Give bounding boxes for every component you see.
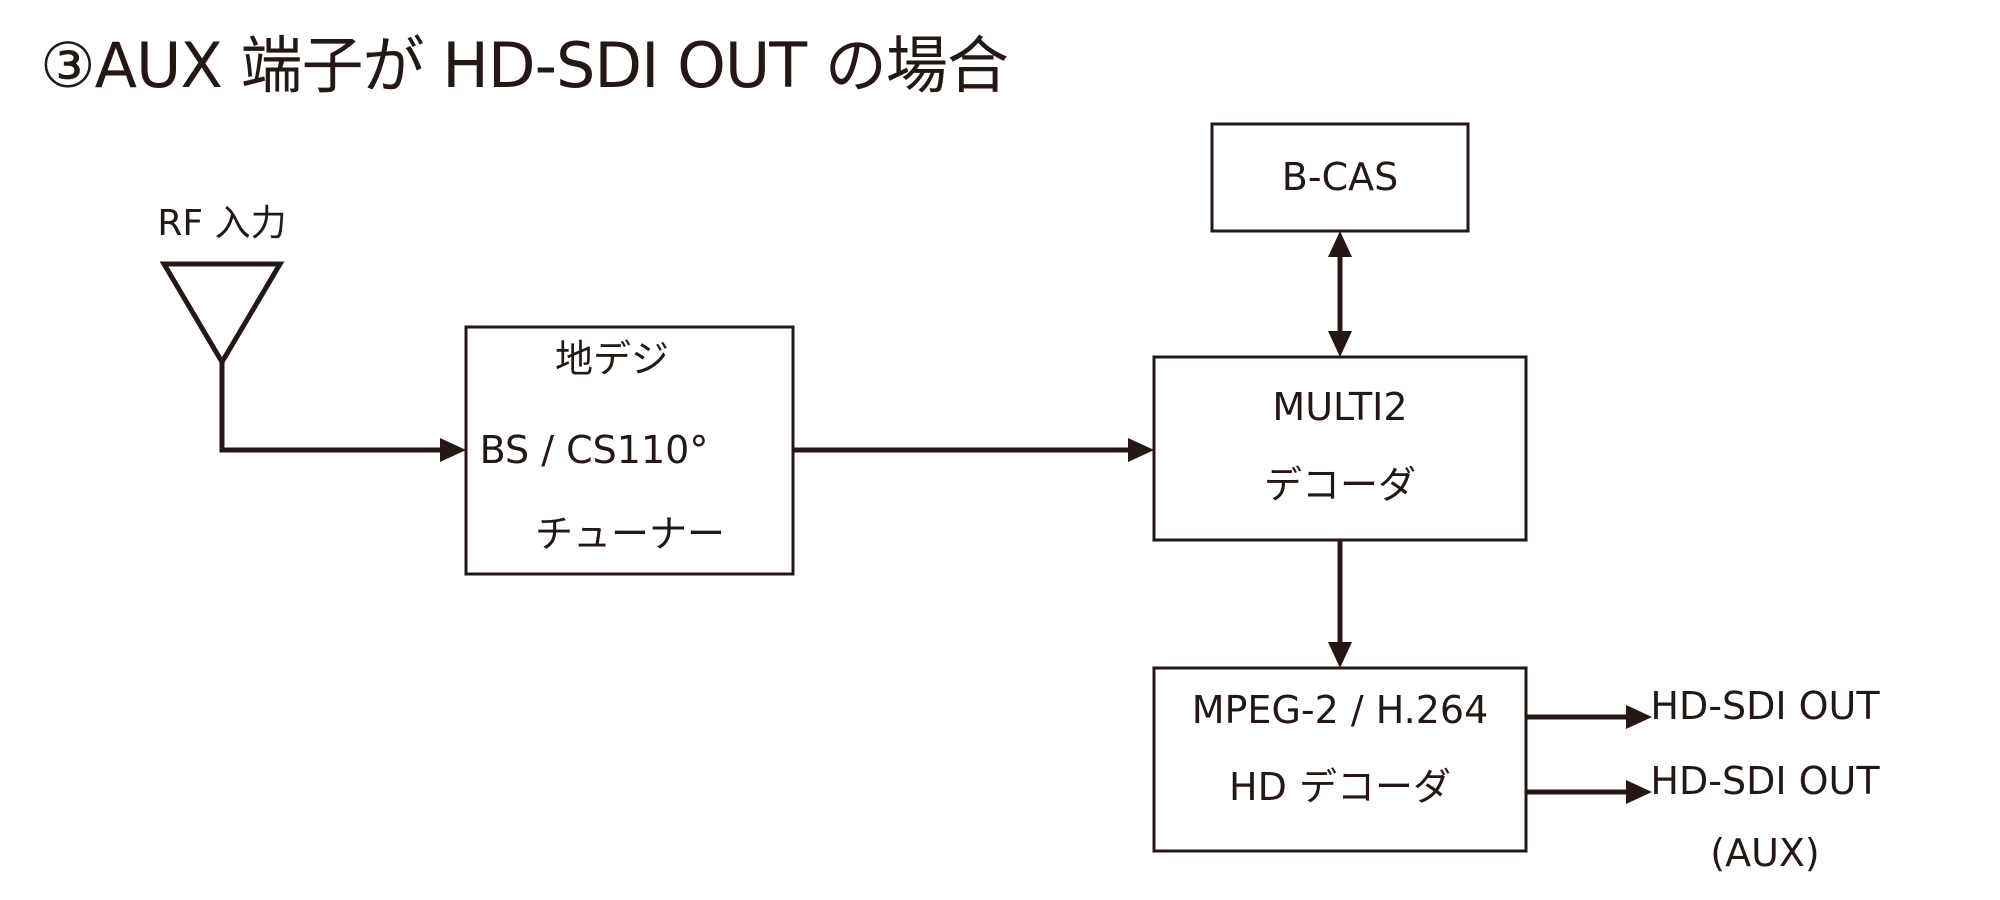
tuner-label-line3: チューナー bbox=[535, 512, 725, 556]
output-2-arrowhead bbox=[1626, 780, 1652, 804]
multi2-to-hd-decoder-arrowhead bbox=[1328, 642, 1352, 668]
multi2-arrowhead-down bbox=[1328, 331, 1352, 357]
rf-to-tuner-wire bbox=[219, 362, 440, 453]
bcas-arrowhead-up bbox=[1328, 231, 1352, 257]
output-1-label: HD-SDI OUT bbox=[1650, 684, 1880, 728]
hd-decoder-box bbox=[1152, 666, 1528, 853]
tuner-label-line1: 地デジ bbox=[555, 337, 669, 381]
tuner-label-line2: BS / CS110° bbox=[480, 428, 709, 472]
output-1-arrowhead bbox=[1626, 705, 1652, 729]
rf-to-tuner-arrowhead bbox=[440, 438, 466, 462]
hd-decoder-label-line2: HD デコーダ bbox=[1229, 765, 1451, 809]
bcas-label: B-CAS bbox=[1282, 155, 1398, 199]
tuner-box bbox=[464, 325, 795, 576]
page-title: ③AUX 端子が HD-SDI OUT の場合 bbox=[40, 29, 1009, 102]
hd-decoder-label-line1: MPEG-2 / H.264 bbox=[1192, 688, 1489, 732]
antenna-icon bbox=[159, 261, 285, 367]
tuner-to-multi2-arrowhead bbox=[1128, 438, 1154, 462]
multi2-label-line1: MULTI2 bbox=[1272, 385, 1407, 429]
rf-input-label: RF 入力 bbox=[157, 203, 286, 244]
output-2-sublabel: (AUX) bbox=[1710, 831, 1820, 875]
multi2-label-line2: デコーダ bbox=[1264, 463, 1416, 507]
output-2-label: HD-SDI OUT bbox=[1650, 759, 1880, 803]
multi2-decoder-box bbox=[1152, 355, 1528, 542]
